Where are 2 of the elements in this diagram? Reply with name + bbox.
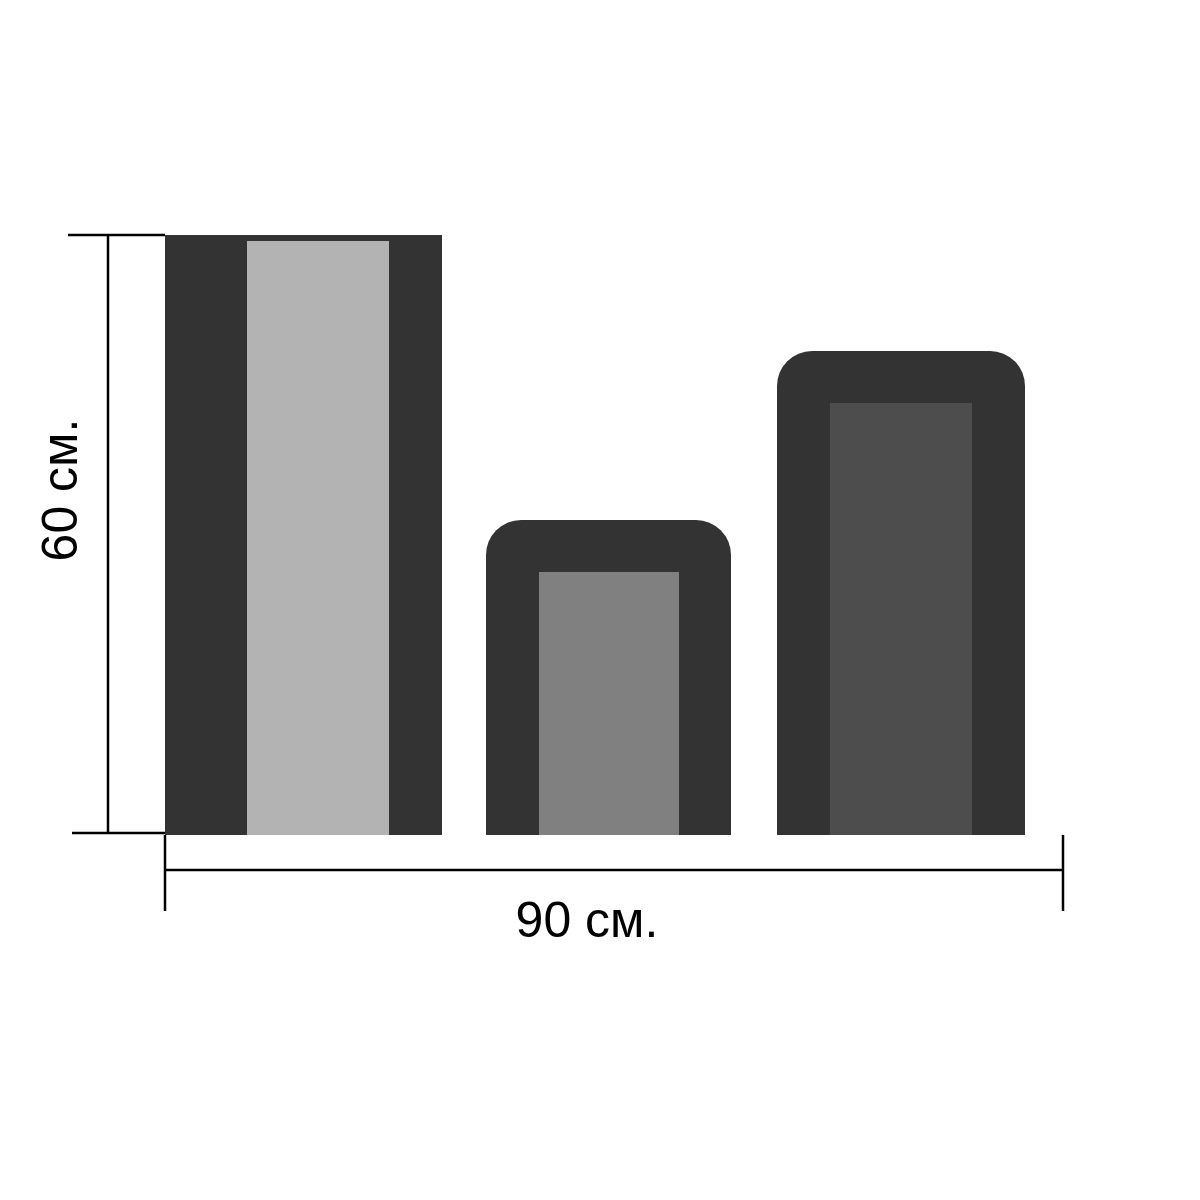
dimension-label: 60 см.: [35, 418, 85, 562]
dimension-label: 90 см.: [515, 895, 659, 945]
